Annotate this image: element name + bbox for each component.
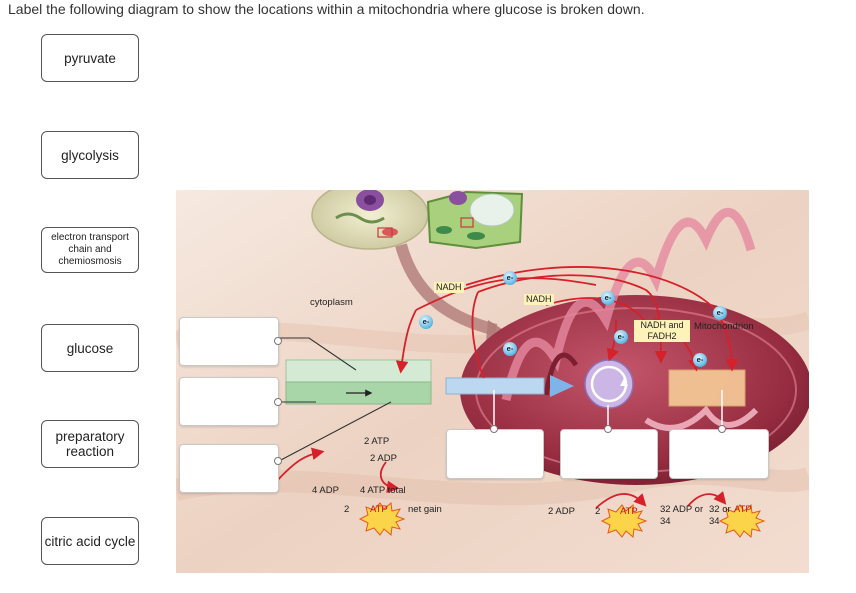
connector-dot	[274, 457, 282, 465]
connector-dot	[604, 425, 612, 433]
drop-zone-glycolysis[interactable]	[179, 377, 279, 426]
etc-atp: ATP	[734, 504, 752, 515]
etc-adp: 32 ADP or 34	[660, 504, 704, 527]
drop-zone-preparatory[interactable]	[446, 429, 544, 479]
glycolysis-atp-total: 4 ATP total	[360, 485, 406, 496]
label-card-glycolysis[interactable]: glycolysis	[41, 131, 139, 179]
cytoplasm-label: cytoplasm	[310, 297, 353, 308]
electron-icon: e-	[693, 353, 707, 367]
electron-icon: e-	[419, 315, 433, 329]
drop-zone-glucose[interactable]	[179, 317, 279, 366]
label-card-glucose[interactable]: glucose	[41, 324, 139, 372]
electron-icon: e-	[614, 330, 628, 344]
connector-dot	[274, 398, 282, 406]
electron-icon: e-	[601, 291, 615, 305]
drop-zone-citric[interactable]	[560, 429, 658, 479]
glycolysis-adp-invest: 2 ADP	[370, 453, 397, 464]
glycolysis-atp-num: 2	[344, 504, 350, 515]
glycolysis-atp: ATP	[370, 504, 388, 515]
prep-arrow	[550, 375, 574, 397]
electron-icon: e-	[503, 342, 517, 356]
label-card-electron-transport[interactable]: electron transport chain and chemiosmosi…	[41, 227, 139, 273]
connector-dot	[274, 337, 282, 345]
drop-zone-etc[interactable]	[669, 429, 769, 479]
animal-cell-icon	[311, 190, 429, 250]
nadh-label-2: NADH	[524, 294, 554, 305]
mitochondria-diagram: cytoplasm Mitochondrion NADH NADH NADH a…	[176, 190, 809, 573]
citric-atp-num: 2	[595, 506, 601, 517]
preparatory-bar	[445, 377, 545, 395]
label-card-pyruvate[interactable]: pyruvate	[41, 34, 139, 82]
connector-dot	[490, 425, 498, 433]
glycolysis-adp-yield: 4 ADP	[312, 485, 339, 496]
electron-icon: e-	[713, 306, 727, 320]
drop-zone-pyruvate[interactable]	[179, 444, 279, 493]
glycolysis-net-gain: net gain	[408, 504, 442, 515]
electron-icon: e-	[503, 271, 517, 285]
glycolysis-atp-invest: 2 ATP	[364, 436, 390, 447]
label-card-citric-acid-cycle[interactable]: citric acid cycle	[41, 517, 139, 565]
citric-atp: ATP	[620, 506, 638, 517]
mitochondrion-label: Mitochondrion	[694, 321, 754, 332]
plant-cell-icon	[426, 190, 524, 250]
glycolysis-upper	[285, 359, 432, 383]
connector-dot	[718, 425, 726, 433]
nadh-label-1: NADH	[434, 282, 464, 293]
citric-adp: 2 ADP	[548, 506, 575, 517]
instruction-text: Label the following diagram to show the …	[8, 1, 645, 17]
etc-atp-num: 32 or 34	[709, 504, 731, 527]
etc-box	[668, 369, 746, 407]
nadh-fadh2-label: NADH and FADH2	[634, 320, 690, 342]
label-card-preparatory-reaction[interactable]: preparatory reaction	[41, 420, 139, 468]
